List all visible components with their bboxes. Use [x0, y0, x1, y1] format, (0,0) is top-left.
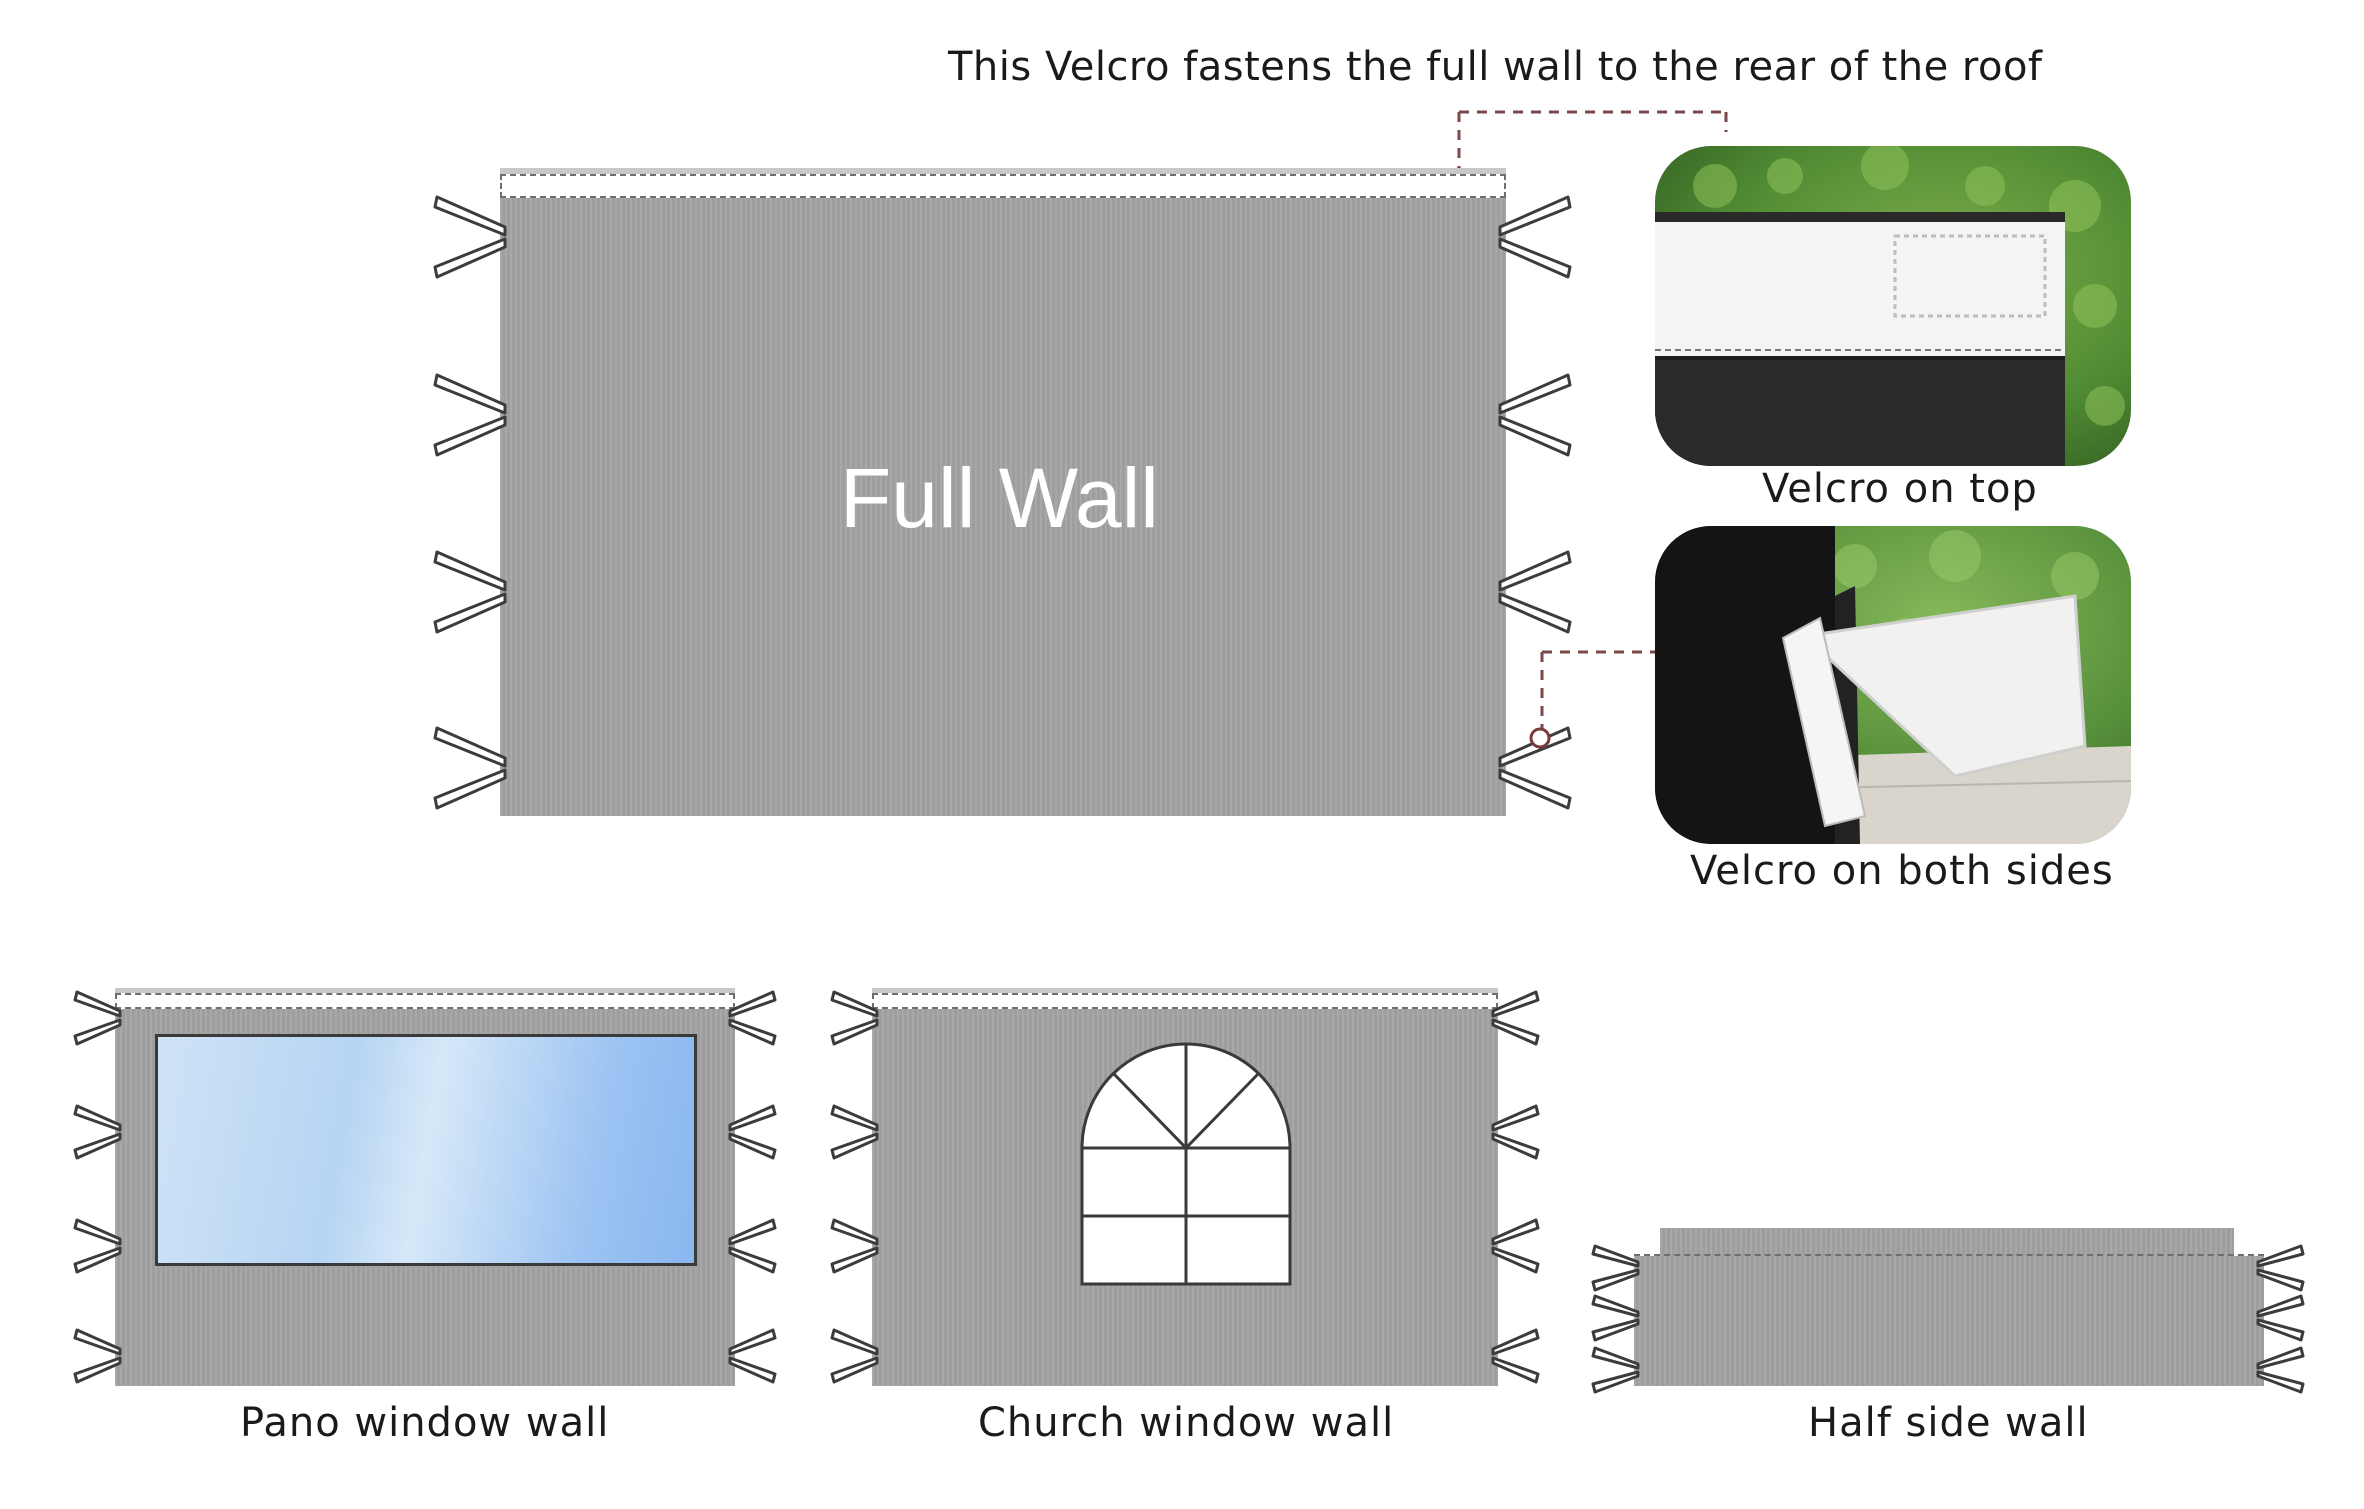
- pano-wall-velcro-strip: [115, 993, 735, 1009]
- pano-wall-top-edge: [115, 988, 735, 993]
- half-wall-seam: [1634, 1254, 2264, 1256]
- full-wall-velcro-strip: [500, 174, 1506, 198]
- velcro-sides-caption: Velcro on both sides: [1690, 848, 2114, 894]
- church-wall-top-edge: [872, 988, 1498, 993]
- pano-window: [155, 1034, 697, 1266]
- velcro-sides-photo: [1655, 526, 2131, 844]
- half-wall-caption: Half side wall: [1808, 1400, 2089, 1446]
- top-velcro-annotation: This Velcro fastens the full wall to the…: [948, 44, 2043, 90]
- half-wall-top-band: [1660, 1228, 2234, 1256]
- church-wall-caption: Church window wall: [978, 1400, 1395, 1446]
- full-wall-label: Full Wall: [840, 451, 1159, 545]
- velcro-top-photo: [1655, 146, 2131, 466]
- full-wall-top-edge: [500, 168, 1506, 174]
- velcro-top-caption: Velcro on top: [1762, 466, 2038, 512]
- pano-wall-caption: Pano window wall: [240, 1400, 610, 1446]
- half-wall-panel: [1634, 1256, 2264, 1386]
- church-wall-velcro-strip: [872, 993, 1498, 1009]
- full-wall-panel: [500, 168, 1506, 816]
